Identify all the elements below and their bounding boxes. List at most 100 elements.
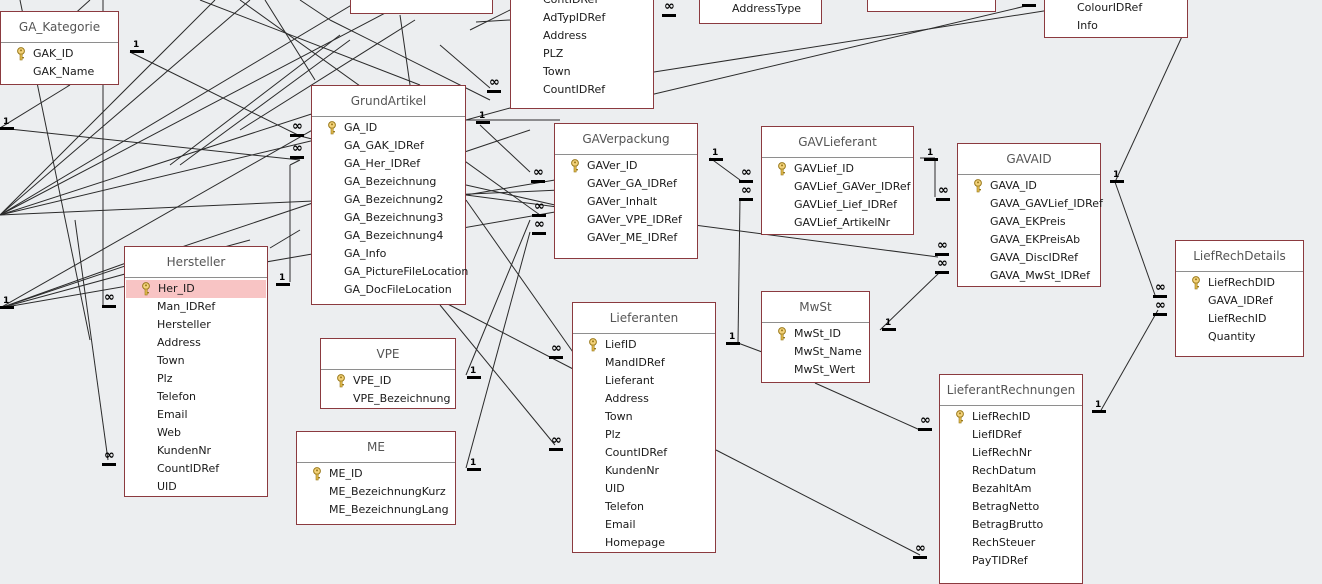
field-row-primary-key[interactable]: Her_ID [126,280,266,298]
field-row[interactable]: GAVer_ME_IDRef [555,229,697,247]
relationship-line[interactable] [479,124,531,173]
field-row[interactable]: GA_Bezeichnung2 [312,191,465,209]
field-row[interactable]: GAVLief_Lief_IDRef [762,196,913,214]
field-row[interactable]: CountIDRef [573,444,715,462]
relationship-line[interactable] [299,0,331,21]
relationship-line[interactable] [649,4,1031,96]
field-row[interactable]: GA_Bezeichnung4 [312,227,465,245]
table-title[interactable]: MwSt [762,292,869,323]
relationship-line[interactable] [179,39,351,166]
field-row[interactable]: Man_IDRef [125,298,267,316]
relationship-line[interactable] [737,197,741,344]
field-row[interactable]: GA_Bezeichnung3 [312,209,465,227]
field-row[interactable]: VPE_Bezeichnung [321,390,455,408]
field-row[interactable]: Homepage [573,534,715,552]
field-row[interactable]: Email [573,516,715,534]
field-row[interactable]: GAVer_GA_IDRef [555,175,697,193]
field-row[interactable]: GA_DocFileLocation [312,281,465,299]
relationship-line[interactable] [879,271,941,331]
relationship-line[interactable] [0,189,561,216]
field-row[interactable]: BezahltAm [940,480,1082,498]
relationship-line[interactable] [129,51,301,137]
field-row[interactable]: LiefIDRef [940,426,1082,444]
field-row[interactable]: GA_Bezeichnung [312,173,465,191]
relationship-line[interactable] [0,139,316,216]
field-row[interactable]: GA_Her_IDRef [312,155,465,173]
field-row-primary-key[interactable]: LiefID [573,336,715,354]
table-address[interactable]: ContIDRefAdTypIDRefAddressPLZTownCountID… [510,0,654,109]
relationship-line[interactable] [814,382,921,431]
relationship-line[interactable] [199,0,421,86]
table-title[interactable]: Lieferanten [573,303,715,334]
field-row[interactable]: BetragBrutto [940,516,1082,534]
field-row[interactable]: Quantity [1176,328,1303,346]
field-row-primary-key[interactable]: GAVer_ID [555,157,697,175]
field-row[interactable]: PLZ [511,45,653,63]
relationship-line[interactable] [239,19,416,131]
field-row-primary-key[interactable]: MwSt_ID [762,325,869,343]
field-row[interactable]: ContIDRef [511,0,653,9]
field-row[interactable]: GA_Info [312,245,465,263]
field-row[interactable]: CountIDRef [125,460,267,478]
relationship-line[interactable] [737,342,763,353]
field-row[interactable]: GAVA_MwSt_IDRef [958,267,1100,285]
field-row[interactable]: GAVA_GAVLief_IDRef [958,195,1103,213]
field-row-primary-key[interactable]: GA_ID [312,119,465,137]
relationship-line[interactable] [653,9,1051,73]
field-row[interactable]: GA_PictureFileLocation [312,263,468,281]
relationship-line[interactable] [465,231,531,469]
table-title[interactable]: LieferantRechnungen [940,375,1082,406]
field-row[interactable]: Telefon [125,388,267,406]
field-row[interactable]: GAVA_EKPreisAb [958,231,1100,249]
relationship-line[interactable] [0,127,301,161]
relationship-line[interactable] [465,219,531,376]
field-row-primary-key[interactable]: VPE_ID [321,372,455,390]
field-row[interactable]: Address [511,27,653,45]
field-row[interactable]: Telefon [573,498,715,516]
relationship-line[interactable] [709,157,741,181]
relationship-line[interactable] [465,107,511,121]
relationship-line[interactable] [0,119,331,309]
field-row-primary-key[interactable]: ME_ID [297,465,455,483]
field-row[interactable]: Town [573,408,715,426]
field-row[interactable]: KundenNr [125,442,267,460]
field-row[interactable]: GAK_Name [1,63,118,81]
field-row[interactable]: MandIDRef [573,354,715,372]
relationship-line[interactable] [469,9,511,31]
field-row[interactable]: MwSt_Wert [762,361,869,379]
relationship-line[interactable] [289,159,301,166]
relationship-line[interactable] [269,229,301,249]
field-row[interactable]: KundenNr [573,462,715,480]
relationship-line[interactable] [439,299,576,371]
field-row[interactable]: Town [511,63,653,81]
field-row[interactable]: AddressType [700,0,821,18]
field-row[interactable]: Info [1045,17,1187,35]
field-row[interactable]: MwSt_Name [762,343,869,361]
field-row[interactable]: PayTIDRef [940,552,1082,570]
table-title[interactable]: GAVAID [958,144,1100,175]
field-row[interactable]: ME_BezeichnungLang [297,501,455,519]
table-title[interactable]: GAVLieferant [762,127,913,158]
table-partial-top-b[interactable] [867,0,996,12]
field-row[interactable]: Address [125,334,267,352]
field-row[interactable]: Plz [573,426,715,444]
table-title[interactable]: ME [297,432,455,463]
field-row[interactable]: GAVLief_GAVer_IDRef [762,178,913,196]
field-row-primary-key[interactable]: GAK_ID [1,45,118,63]
field-row[interactable]: GAVA_DiscIDRef [958,249,1100,267]
field-row[interactable]: GAVer_VPE_IDRef [555,211,697,229]
field-row[interactable]: LiefRechID [1176,310,1303,328]
relationship-line[interactable] [0,0,411,216]
field-row[interactable]: Address [573,390,715,408]
relationship-line[interactable] [0,107,331,216]
